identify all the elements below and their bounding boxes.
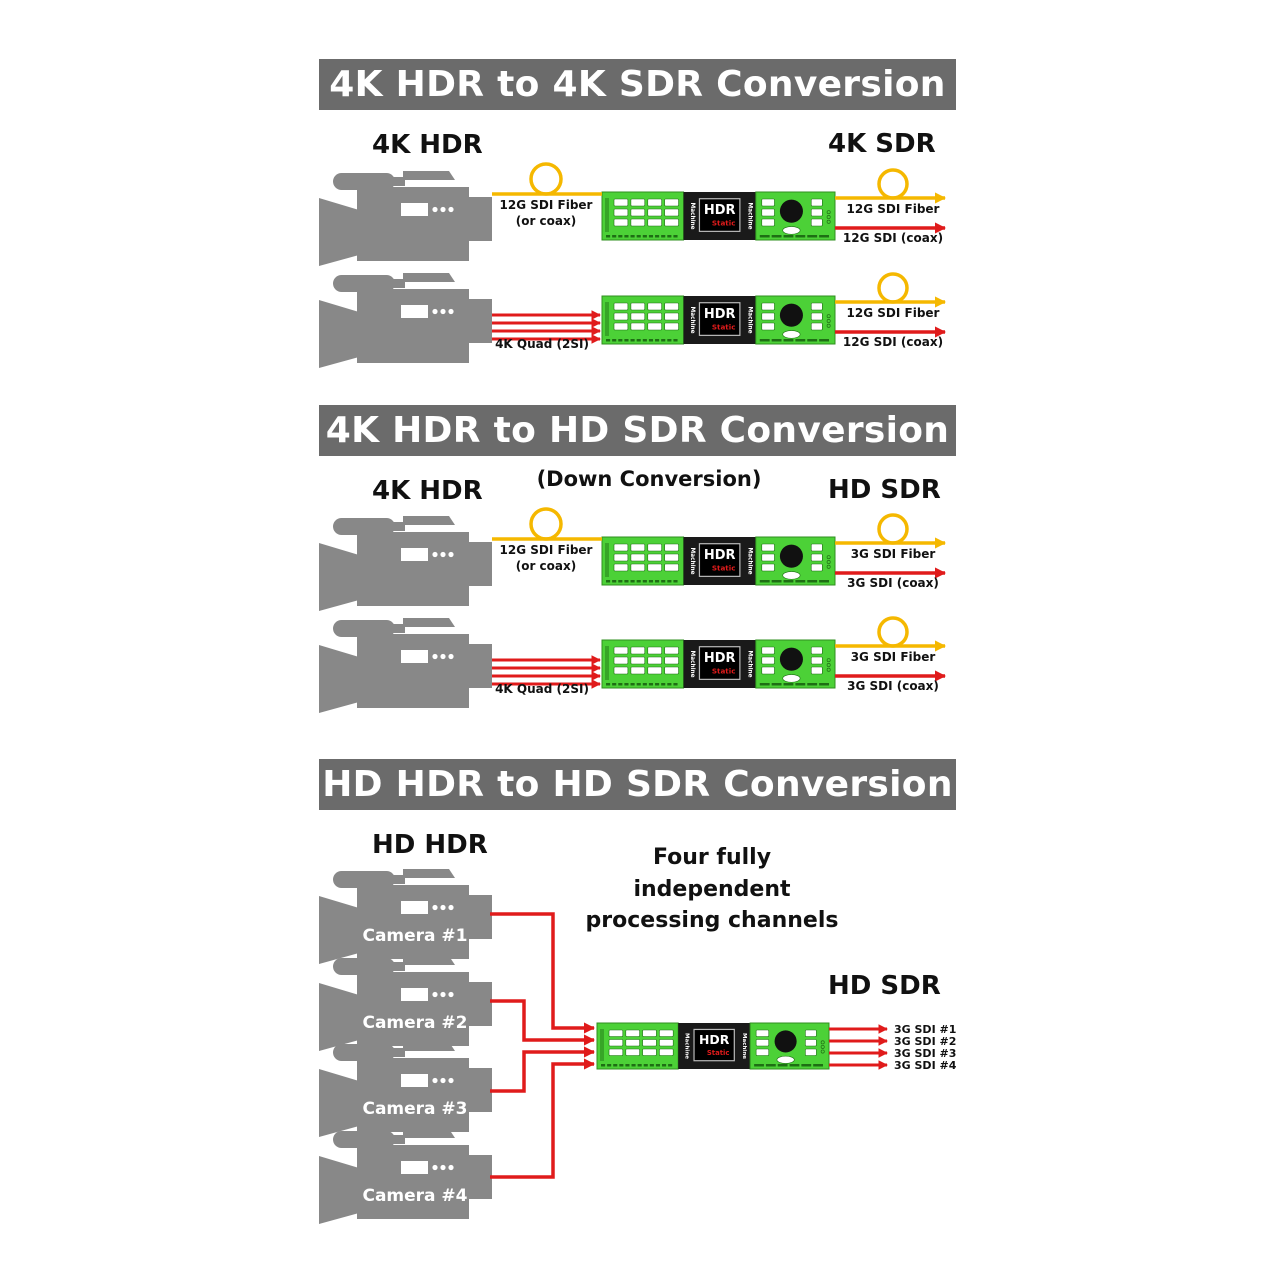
output-coax-label: 12G SDI (coax)	[843, 335, 943, 349]
hdr-processing-device: HDR Static Machine Machine	[596, 1022, 830, 1070]
device-side-label: Machine	[747, 202, 753, 229]
device-side-label: Machine	[689, 306, 695, 333]
input-signal-label: 4K Quad (2SI)	[495, 337, 589, 351]
camera-icon	[319, 171, 492, 266]
camera-route-line	[490, 1046, 596, 1093]
camera-label: Camera #2	[362, 1013, 467, 1033]
section-2-title-banner: 4K HDR to HD SDR Conversion	[319, 405, 956, 456]
output-fiber-label: 12G SDI Fiber	[847, 306, 940, 320]
output-fiber-loop-icon	[877, 168, 909, 200]
output-fiber-loop-icon	[877, 513, 909, 545]
output-coax-label: 3G SDI (coax)	[847, 576, 939, 590]
section-2-input-label: 4K HDR	[372, 476, 483, 506]
section-1-title-banner: 4K HDR to 4K SDR Conversion	[319, 59, 956, 110]
device-screen-title: HDR	[704, 307, 736, 322]
device-screen-title: HDR	[704, 651, 736, 666]
camera-label: Camera #1	[362, 926, 467, 946]
output-fiber-label: 12G SDI Fiber	[847, 202, 940, 216]
input-signal-label: 12G SDI Fiber	[500, 198, 593, 212]
section-1-title: 4K HDR to 4K SDR Conversion	[329, 64, 946, 105]
camera-icon: Camera #2	[319, 956, 492, 1051]
device-side-label: Machine	[683, 1033, 689, 1059]
device-side-label: Machine	[747, 650, 753, 677]
device-screen-title: HDR	[699, 1032, 730, 1047]
device-side-label: Machine	[747, 306, 753, 333]
device-side-label: Machine	[689, 650, 695, 677]
output-fiber-loop-icon	[877, 616, 909, 648]
section-1-input-label: 4K HDR	[372, 130, 483, 160]
device-screen-subtitle: Static	[707, 1049, 730, 1057]
camera-route-line	[490, 912, 596, 1034]
output-sdi-label: 3G SDI #1	[894, 1023, 956, 1036]
camera-label: Camera #4	[362, 1186, 467, 1206]
device-side-label: Machine	[741, 1033, 747, 1059]
device-screen-subtitle: Static	[712, 323, 736, 332]
device-screen-subtitle: Static	[712, 667, 736, 676]
output-fiber-loop-icon	[877, 272, 909, 304]
input-signal-sublabel: (or coax)	[516, 214, 577, 228]
processing-note-line: independent	[633, 877, 791, 902]
section-2-output-label: HD SDR	[828, 475, 941, 505]
section-3-input-label: HD HDR	[372, 830, 488, 860]
section-1-output-label: 4K SDR	[828, 129, 936, 159]
section-3-output-label: HD SDR	[828, 971, 941, 1001]
output-sdi-label: 3G SDI #2	[894, 1035, 956, 1048]
input-fiber-loop-icon	[529, 162, 563, 196]
device-side-label: Machine	[689, 202, 695, 229]
section-3-title: HD HDR to HD SDR Conversion	[322, 764, 953, 805]
processing-note-line: Four fully	[653, 845, 771, 870]
output-coax-label: 3G SDI (coax)	[847, 679, 939, 693]
camera-icon: Camera #3	[319, 1042, 492, 1137]
output-sdi-label: 3G SDI #3	[894, 1047, 956, 1060]
processing-note-line: processing channels	[586, 908, 839, 933]
device-side-label: Machine	[689, 547, 695, 574]
input-signal-label: 12G SDI Fiber	[500, 543, 593, 557]
output-fiber-label: 3G SDI Fiber	[851, 650, 936, 664]
camera-icon	[319, 618, 492, 713]
camera-label: Camera #3	[362, 1099, 467, 1119]
output-coax-label: 12G SDI (coax)	[843, 231, 943, 245]
output-fiber-label: 3G SDI Fiber	[851, 547, 936, 561]
camera-route-line	[490, 1058, 596, 1179]
device-screen-title: HDR	[704, 548, 736, 563]
device-screen-title: HDR	[704, 203, 736, 218]
input-signal-sublabel: (or coax)	[516, 559, 577, 573]
input-signal-label: 4K Quad (2SI)	[495, 682, 589, 696]
camera-route-line	[490, 999, 596, 1046]
device-screen-subtitle: Static	[712, 564, 736, 573]
camera-icon: Camera #1	[319, 869, 492, 964]
camera-icon	[319, 516, 492, 611]
input-fiber-loop-icon	[529, 507, 563, 541]
section-2-title: 4K HDR to HD SDR Conversion	[325, 410, 950, 451]
section-2-subtitle: (Down Conversion)	[537, 467, 762, 491]
device-side-label: Machine	[747, 547, 753, 574]
output-sdi-label: 3G SDI #4	[894, 1059, 957, 1072]
camera-icon	[319, 273, 492, 368]
camera-icon: Camera #4	[319, 1129, 492, 1224]
section-3-title-banner: HD HDR to HD SDR Conversion	[319, 759, 956, 810]
device-screen-subtitle: Static	[712, 219, 736, 228]
